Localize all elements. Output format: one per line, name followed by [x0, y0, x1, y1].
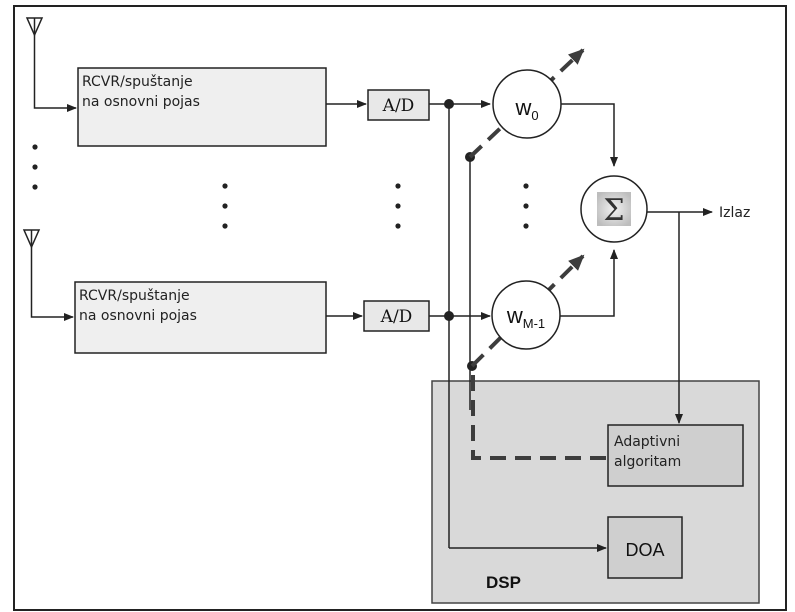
- antenna-icon: [25, 17, 44, 37]
- rcvr-block-bottom: [74, 281, 327, 354]
- weight-wm1-label: wM-1: [506, 303, 545, 331]
- w0-to-summer: [561, 103, 618, 167]
- doa-block: [607, 516, 683, 579]
- adc-bottom-label: A/D: [380, 307, 413, 327]
- wm1-to-summer: [560, 249, 618, 317]
- feed-line-bottom: [30, 247, 74, 321]
- adc-top: [367, 89, 430, 121]
- rcvr-top-line2: na osnovni pojas: [82, 94, 200, 110]
- rcvr-bottom-line1: RCVR/spuštanje: [79, 288, 190, 304]
- adc-top-label: A/D: [382, 96, 415, 116]
- output-label: Izlaz: [719, 205, 750, 221]
- antenna-icon: [22, 229, 41, 249]
- feed-line-top: [33, 35, 77, 112]
- sigma-icon: [597, 192, 631, 226]
- adaptive-algorithm-block: [607, 424, 744, 487]
- adaptive-line2: algoritam: [614, 454, 681, 470]
- rcvr-block-top: [77, 67, 327, 147]
- dsp-region: [431, 380, 760, 604]
- doa-label: DOA: [625, 540, 664, 560]
- rcvr-bottom-line2: na osnovni pojas: [79, 308, 197, 324]
- outer-frame: [13, 5, 787, 611]
- weight-wm1: [491, 280, 561, 350]
- sigma-symbol: Σ: [603, 193, 624, 228]
- ellipsis-dots: [32, 144, 529, 229]
- weight-w0-label: w0: [514, 95, 538, 123]
- adaptive-line1: Adaptivni: [614, 434, 680, 450]
- dsp-label: DSP: [486, 573, 521, 592]
- rcvr-top-line1: RCVR/spuštanje: [82, 74, 193, 90]
